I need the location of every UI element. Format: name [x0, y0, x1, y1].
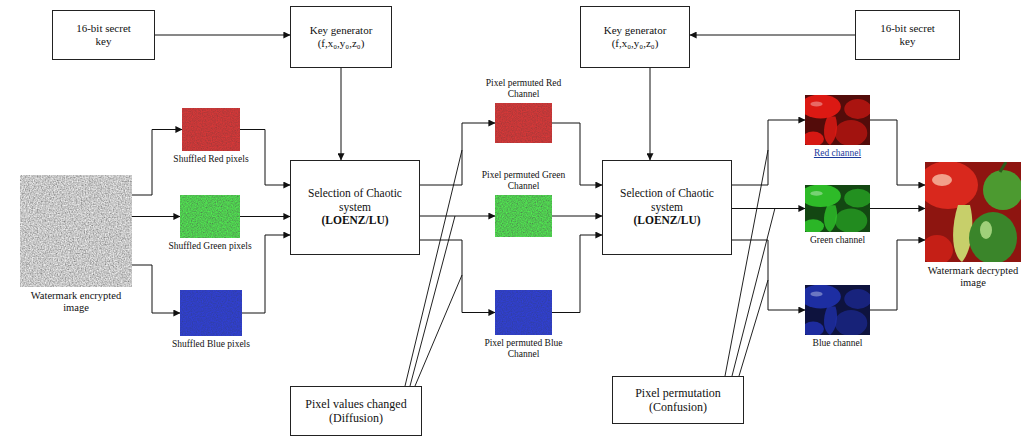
- channel-image: Blue channel: [805, 285, 870, 335]
- image-caption: Green channel: [803, 235, 873, 246]
- box-text: Pixel values changed (Diffusion): [297, 397, 415, 426]
- image-caption: Shuffled Red pixels: [165, 154, 257, 165]
- flow-arrow: [552, 216, 602, 217]
- image-caption: Watermark encrypted image: [26, 290, 126, 314]
- noise-green: [495, 195, 552, 237]
- noise-green: [180, 195, 240, 238]
- noise-blue: [495, 290, 552, 335]
- leader-line: [732, 208, 775, 376]
- noise-image: [20, 175, 132, 287]
- decrypted-image: Watermark decrypted image: [925, 162, 1021, 262]
- flow-arrow: [732, 208, 805, 209]
- red-channel-picture: [800, 95, 871, 147]
- key-generator-box: Key generator(f,x₀,y₀,z₀): [290, 6, 392, 68]
- flow-arrow: [420, 240, 495, 313]
- flow-arrow: [870, 120, 925, 185]
- flow-arrow: [732, 240, 805, 310]
- box-subtext: (f,x₀,y₀,z₀): [612, 37, 659, 50]
- image-caption: Red channel: [803, 148, 873, 159]
- encrypted-image: Watermark encrypted image: [20, 175, 132, 287]
- permuted-channel-image: Pixel permuted Green Channel: [495, 195, 552, 237]
- shuffled-channel-image: Shuffled Red pixels: [182, 108, 240, 151]
- channel-image: Red channel: [805, 95, 870, 145]
- channel-image: Green channel: [805, 185, 870, 232]
- flow-arrow: [132, 216, 180, 217]
- peppers-picture: [925, 162, 1021, 262]
- flow-arrow: [132, 265, 180, 313]
- blue-channel-picture: [800, 285, 871, 337]
- green-channel-picture: [800, 185, 871, 234]
- box-text: Selection of Chaotic system: [609, 187, 725, 215]
- chaotic-system-box: Selection of Chaotic system(LOENZ/LU): [290, 160, 420, 255]
- confusion-note-box: Pixel permutation (Confusion): [612, 376, 744, 424]
- image-caption: Pixel permuted Red Channel: [478, 78, 570, 100]
- chaotic-system-box: Selection of Chaotic system(LOENZ/LU): [602, 160, 732, 255]
- shuffled-channel-image: Shuffled Blue pixels: [180, 290, 242, 336]
- box-subtext: (f,x₀,y₀,z₀): [318, 37, 365, 50]
- permuted-channel-image: Pixel permuted Blue Channel: [495, 290, 552, 335]
- flow-arrow: [732, 120, 805, 185]
- box-text: Key generator: [604, 24, 667, 37]
- key-generator-box: Key generator(f,x₀,y₀,z₀): [580, 6, 690, 68]
- secret-key-box: 16-bit secret key: [855, 10, 960, 60]
- box-subtext: (LOENZ/LU): [321, 214, 388, 228]
- flow-arrow: [650, 68, 651, 160]
- secret-key-box: 16-bit secret key: [52, 10, 155, 60]
- box-text: 16-bit secret key: [877, 22, 939, 48]
- flow-arrow: [240, 216, 290, 217]
- diffusion-note-box: Pixel values changed (Diffusion): [290, 386, 422, 436]
- image-caption: Pixel permuted Blue Channel: [478, 338, 570, 360]
- box-text: Pixel permutation (Confusion): [619, 386, 737, 415]
- flow-arrow: [870, 208, 925, 209]
- flow-arrow: [420, 216, 495, 217]
- box-text: 16-bit secret key: [73, 22, 135, 48]
- flow-arrow: [155, 35, 290, 36]
- image-caption: Pixel permuted Green Channel: [478, 170, 570, 192]
- image-caption: Watermark decrypted image: [925, 265, 1021, 289]
- flow-arrow: [552, 235, 602, 313]
- leader-line: [739, 280, 768, 376]
- box-text: Key generator: [310, 24, 373, 37]
- flow-arrow: [870, 240, 925, 310]
- noise-blue: [180, 290, 242, 336]
- permuted-channel-image: Pixel permuted Red Channel: [495, 103, 552, 143]
- flow-arrow: [690, 35, 855, 36]
- image-caption: Shuffled Blue pixels: [165, 339, 257, 350]
- noise-red: [495, 103, 552, 143]
- image-caption: Shuffled Green pixels: [164, 241, 256, 252]
- image-caption: Blue channel: [803, 338, 873, 349]
- shuffled-channel-image: Shuffled Green pixels: [180, 195, 240, 238]
- box-text: Selection of Chaotic system: [297, 187, 413, 215]
- box-subtext: (LOENZ/LU): [633, 214, 700, 228]
- leader-line: [415, 275, 462, 386]
- flow-arrow: [341, 68, 342, 160]
- noise-red: [182, 108, 240, 151]
